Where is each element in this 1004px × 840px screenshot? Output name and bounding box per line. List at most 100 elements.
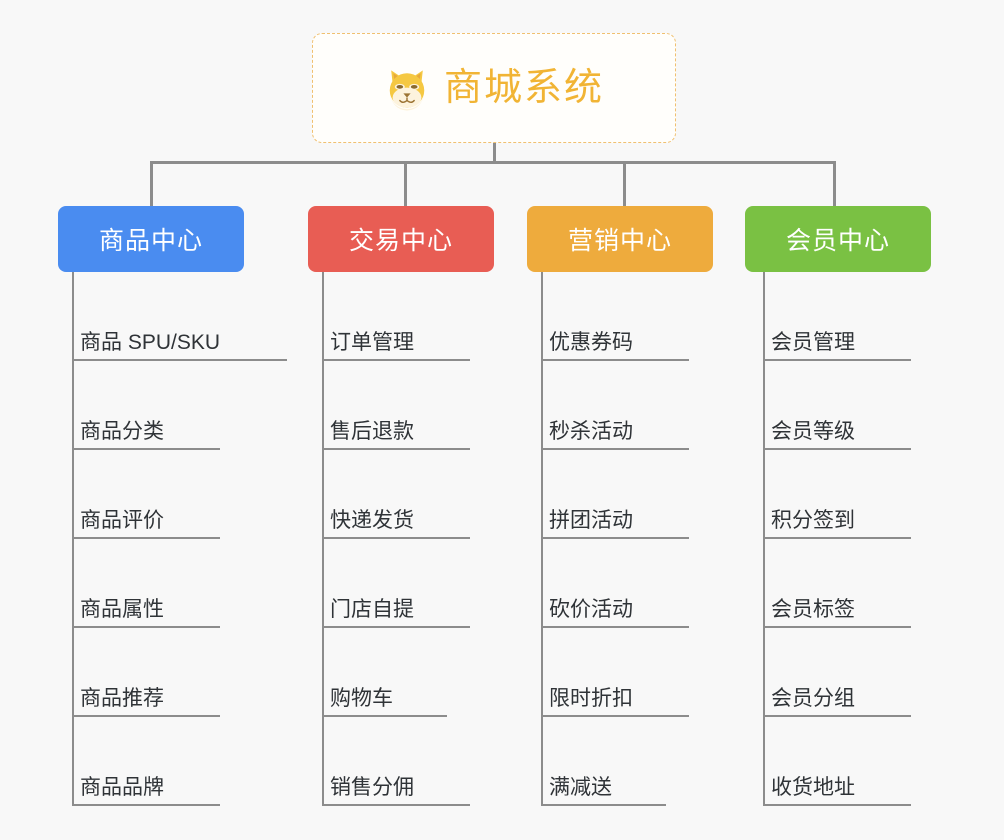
- leaf-label: 会员分组: [771, 686, 855, 710]
- leaf-underline: [322, 359, 470, 361]
- branch-drop-connector-marketing-center: [623, 161, 626, 206]
- leaf-spine-connector: [322, 272, 324, 806]
- leaf-underline: [322, 626, 470, 628]
- leaf-item[interactable]: 会员等级: [745, 361, 931, 450]
- leaf-underline: [763, 359, 911, 361]
- leaf-underline: [72, 626, 220, 628]
- leaf-item[interactable]: 销售分佣: [308, 717, 494, 806]
- horizontal-bus-connector: [150, 161, 834, 164]
- leaf-list-member-center: 会员管理会员等级积分签到会员标签会员分组收货地址: [745, 272, 931, 806]
- leaf-list-trade-center: 订单管理售后退款快递发货门店自提购物车销售分佣: [308, 272, 494, 806]
- leaf-label: 快递发货: [330, 508, 414, 532]
- leaf-underline: [72, 359, 287, 361]
- column-trade-center: 交易中心订单管理售后退款快递发货门店自提购物车销售分佣: [308, 206, 494, 806]
- leaf-underline: [763, 715, 911, 717]
- leaf-item[interactable]: 商品推荐: [58, 628, 244, 717]
- leaf-item[interactable]: 会员管理: [745, 272, 931, 361]
- leaf-underline: [763, 537, 911, 539]
- leaf-item[interactable]: 收货地址: [745, 717, 931, 806]
- leaf-item[interactable]: 满减送: [527, 717, 713, 806]
- leaf-label: 会员标签: [771, 597, 855, 621]
- column-product-center: 商品中心商品 SPU/SKU 商品分类商品评价商品属性商品推荐商品品牌: [58, 206, 287, 806]
- leaf-item[interactable]: 会员分组: [745, 628, 931, 717]
- leaf-label: 购物车: [330, 686, 393, 710]
- leaf-label: 售后退款: [330, 419, 414, 443]
- leaf-label: 商品分类: [80, 419, 164, 443]
- leaf-label: 门店自提: [330, 597, 414, 621]
- category-card-member-center[interactable]: 会员中心: [745, 206, 931, 272]
- leaf-label: 会员等级: [771, 419, 855, 443]
- branch-drop-connector-product-center: [150, 161, 153, 206]
- leaf-label: 拼团活动: [549, 508, 633, 532]
- leaf-label: 商品推荐: [80, 686, 164, 710]
- leaf-item[interactable]: 商品评价: [58, 450, 244, 539]
- leaf-item[interactable]: 商品品牌: [58, 717, 244, 806]
- leaf-item[interactable]: 优惠券码: [527, 272, 713, 361]
- leaf-underline: [322, 537, 470, 539]
- leaf-label: 商品 SPU/SKU: [80, 330, 221, 354]
- leaf-label: 秒杀活动: [549, 419, 633, 443]
- leaf-item[interactable]: 积分签到: [745, 450, 931, 539]
- leaf-item[interactable]: 订单管理: [308, 272, 494, 361]
- category-label: 商品中心: [98, 227, 203, 255]
- category-label: 交易中心: [348, 227, 453, 255]
- leaf-label: 销售分佣: [330, 775, 414, 799]
- leaf-label: 会员管理: [771, 330, 855, 354]
- root-stem-connector: [493, 143, 496, 163]
- leaf-item[interactable]: 门店自提: [308, 539, 494, 628]
- leaf-underline: [541, 804, 666, 806]
- leaf-underline: [541, 448, 689, 450]
- category-card-trade-center[interactable]: 交易中心: [308, 206, 494, 272]
- leaf-label: 收货地址: [771, 775, 855, 799]
- leaf-item[interactable]: 限时折扣: [527, 628, 713, 717]
- leaf-label: 满减送: [549, 775, 612, 799]
- leaf-underline: [763, 804, 911, 806]
- leaf-label: 优惠券码: [549, 330, 633, 354]
- leaf-underline: [72, 537, 220, 539]
- leaf-item[interactable]: 会员标签: [745, 539, 931, 628]
- leaf-item[interactable]: 快递发货: [308, 450, 494, 539]
- leaf-label: 限时折扣: [549, 686, 633, 710]
- root-title: 商城系统: [443, 67, 604, 109]
- root-node[interactable]: 商城系统: [312, 33, 676, 143]
- leaf-item[interactable]: 秒杀活动: [527, 361, 713, 450]
- leaf-item[interactable]: 砍价活动: [527, 539, 713, 628]
- leaf-list-product-center: 商品 SPU/SKU 商品分类商品评价商品属性商品推荐商品品牌: [58, 272, 287, 806]
- leaf-underline: [763, 448, 911, 450]
- category-label: 营销中心: [567, 227, 672, 255]
- leaf-label: 商品品牌: [80, 775, 164, 799]
- branch-drop-connector-trade-center: [404, 161, 407, 206]
- leaf-item[interactable]: 商品属性: [58, 539, 244, 628]
- leaf-item[interactable]: 购物车: [308, 628, 494, 717]
- leaf-underline: [763, 626, 911, 628]
- leaf-label: 商品评价: [80, 508, 164, 532]
- leaf-item[interactable]: 商品 SPU/SKU: [58, 272, 287, 361]
- leaf-label: 砍价活动: [549, 597, 633, 621]
- leaf-underline: [72, 715, 220, 717]
- category-label: 会员中心: [785, 227, 890, 255]
- leaf-item[interactable]: 商品分类: [58, 361, 244, 450]
- leaf-item[interactable]: 售后退款: [308, 361, 494, 450]
- leaf-item[interactable]: 拼团活动: [527, 450, 713, 539]
- column-member-center: 会员中心会员管理会员等级积分签到会员标签会员分组收货地址: [745, 206, 931, 806]
- column-marketing-center: 营销中心优惠券码秒杀活动拼团活动砍价活动限时折扣满减送: [527, 206, 713, 806]
- shiba-dog-icon: [384, 66, 430, 112]
- leaf-spine-connector: [72, 272, 74, 806]
- category-card-marketing-center[interactable]: 营销中心: [527, 206, 713, 272]
- leaf-underline: [541, 626, 689, 628]
- leaf-underline: [322, 448, 470, 450]
- leaf-label: 商品属性: [80, 597, 164, 621]
- branch-drop-connector-member-center: [833, 161, 836, 206]
- leaf-underline: [322, 804, 470, 806]
- leaf-underline: [541, 537, 689, 539]
- leaf-underline: [541, 715, 689, 717]
- leaf-list-marketing-center: 优惠券码秒杀活动拼团活动砍价活动限时折扣满减送: [527, 272, 713, 806]
- leaf-spine-connector: [763, 272, 765, 806]
- category-card-product-center[interactable]: 商品中心: [58, 206, 244, 272]
- leaf-label: 积分签到: [771, 508, 855, 532]
- leaf-underline: [541, 359, 689, 361]
- leaf-underline: [322, 715, 447, 717]
- leaf-spine-connector: [541, 272, 543, 806]
- leaf-label: 订单管理: [330, 330, 414, 354]
